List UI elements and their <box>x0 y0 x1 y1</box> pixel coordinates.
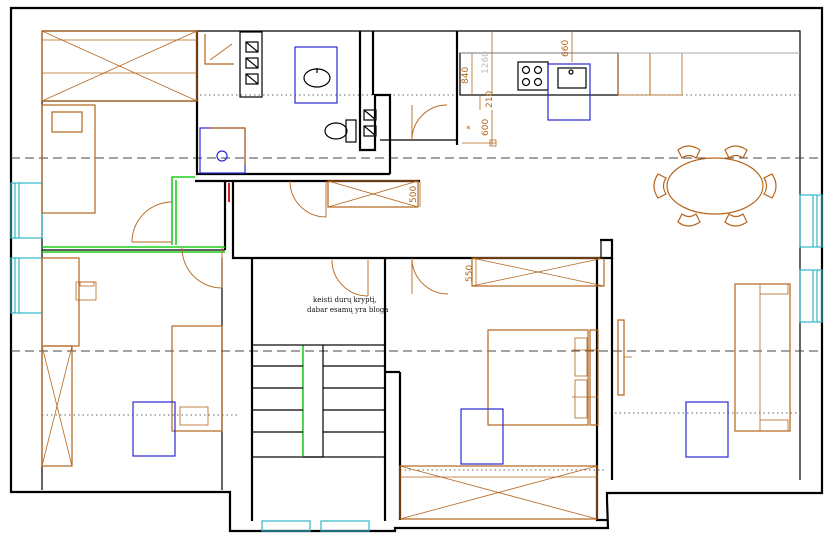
tv-stand <box>617 319 632 396</box>
sink-bathroom <box>294 46 338 104</box>
new-partitions <box>42 176 304 456</box>
bathroom-fixtures <box>199 31 338 174</box>
window-left-1 <box>10 182 43 239</box>
dim-660: 660 <box>561 40 571 57</box>
sofa <box>734 283 791 432</box>
cabinet-left <box>171 325 223 432</box>
window-left-2 <box>10 257 43 314</box>
dim-1260: 1260 <box>481 51 491 74</box>
toilet <box>324 109 377 143</box>
windows <box>10 182 823 532</box>
wardrobe-hall: 500 <box>327 180 421 208</box>
door-stair <box>331 259 369 297</box>
radiator-living <box>685 401 729 458</box>
double-bed <box>487 329 599 426</box>
wardrobe-bedroom-top: 550 <box>465 257 605 287</box>
staircase <box>251 344 386 458</box>
stair-note: keisti durų kryptį, dabar esamų yra blog… <box>307 296 388 314</box>
door-left-room <box>131 201 223 289</box>
interior-walls <box>42 31 614 522</box>
vent-star: * <box>466 125 471 135</box>
door-wc <box>411 104 448 141</box>
window-right-1 <box>799 194 823 248</box>
note-line-2: dabar esamų yra bloga <box>307 306 388 314</box>
door-bedroom <box>411 257 449 295</box>
dim-550: 550 <box>465 265 475 282</box>
dim-840: 840 <box>461 67 471 84</box>
wardrobe-bedroom-bottom <box>399 465 598 520</box>
wardrobe-bottom-left <box>41 345 73 467</box>
note-line-1: keisti durų kryptį, <box>313 296 377 304</box>
bed-left <box>41 104 96 214</box>
wardrobe-top-left <box>41 30 198 102</box>
kitchen <box>459 52 800 121</box>
kitchen-sink <box>547 63 591 121</box>
roof-slope-lines <box>11 52 822 471</box>
radiator-left <box>132 401 176 457</box>
dim-500: 500 <box>409 186 419 203</box>
window-bottom-2 <box>320 520 370 532</box>
dining-table <box>653 145 777 227</box>
radiator-bedroom <box>460 408 504 465</box>
dim-210: 210 <box>485 91 495 108</box>
dim-600: 600 <box>481 119 491 136</box>
desk-left <box>41 257 97 347</box>
door-bath <box>289 180 327 218</box>
cooktop <box>517 61 549 91</box>
window-right-2 <box>799 269 823 323</box>
kitchen-dimensions: 840 1260 660 210 600 * <box>461 31 573 147</box>
window-bottom-1 <box>261 520 311 532</box>
